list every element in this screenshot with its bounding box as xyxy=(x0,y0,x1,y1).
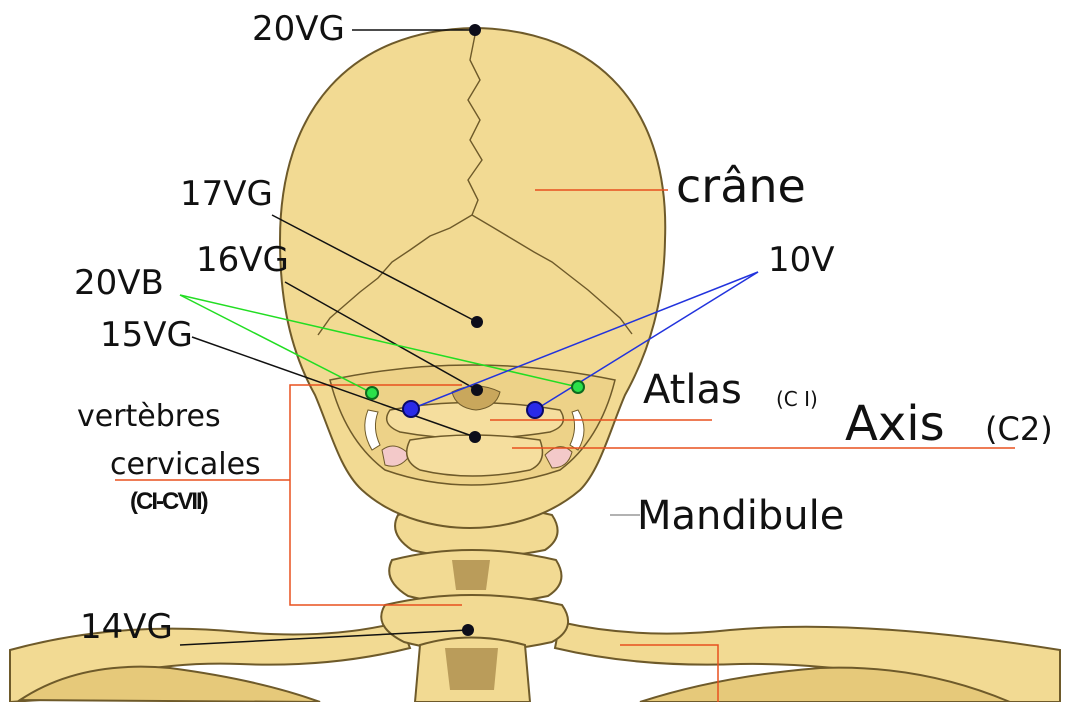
label-atlas: Atlas xyxy=(643,370,742,410)
point-20vb-right xyxy=(572,381,584,393)
label-10v: 10V xyxy=(768,243,835,277)
label-cervicales: cervicales xyxy=(110,450,261,480)
label-range: (CI-CVII) xyxy=(130,490,207,514)
point-10v-right xyxy=(527,402,543,418)
label-17vg: 17VG xyxy=(180,177,273,211)
label-15vg: 15VG xyxy=(100,318,193,352)
label-20vg: 20VG xyxy=(252,12,345,46)
label-14vg: 14VG xyxy=(80,610,173,644)
label-axis: Axis xyxy=(845,400,945,448)
label-16vg: 16VG xyxy=(196,243,289,277)
point-15vg xyxy=(469,431,481,443)
point-10v-left xyxy=(403,401,419,417)
label-atlas-sub: (C I) xyxy=(776,389,818,409)
point-20vb-left xyxy=(366,387,378,399)
label-vertebres: vertèbres xyxy=(77,402,221,432)
point-17vg xyxy=(471,316,483,328)
point-20vg xyxy=(469,24,481,36)
label-axis-sub: (C2) xyxy=(985,413,1053,445)
point-16vg xyxy=(471,384,483,396)
label-20vb: 20VB xyxy=(74,266,164,300)
label-crane: crâne xyxy=(676,163,806,209)
label-mandibule: Mandibule xyxy=(637,496,844,536)
point-14vg xyxy=(462,624,474,636)
